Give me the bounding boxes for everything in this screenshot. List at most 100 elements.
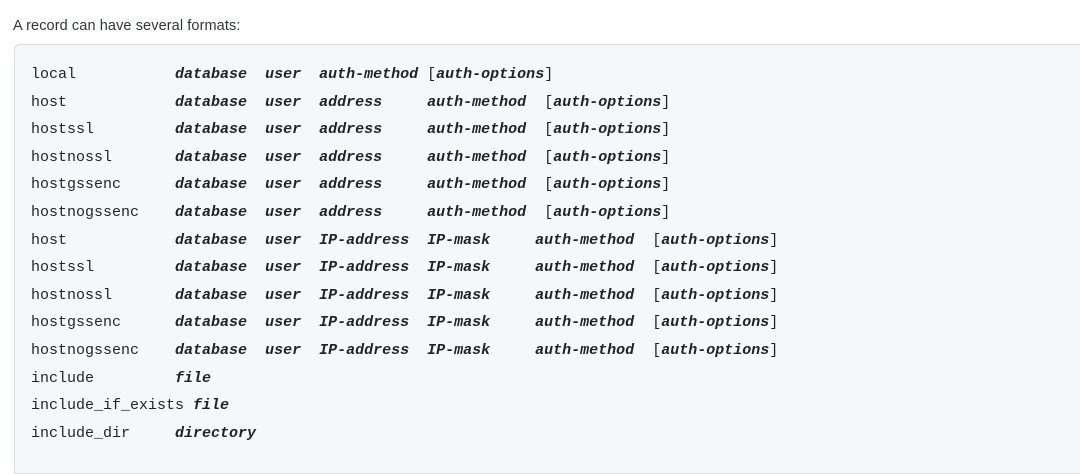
bracket-punctuation: [ (544, 203, 554, 221)
metavariable: user (265, 148, 302, 166)
metavariable: user (265, 341, 302, 359)
metavariable: user (265, 121, 302, 139)
metavariable: auth-options (661, 314, 770, 332)
intro-paragraph: A record can have several formats: (13, 17, 241, 34)
metavariable: auth-method (535, 231, 635, 249)
pg-hba-record-formats[interactable]: local database user auth-method [auth-op… (31, 61, 1080, 447)
bracket-punctuation: ] (661, 148, 671, 166)
bracket-punctuation: ] (661, 176, 671, 194)
metavariable: file (175, 369, 212, 387)
metavariable: IP-address (319, 286, 410, 304)
metavariable: user (265, 259, 302, 277)
metavariable: database (175, 121, 248, 139)
metavariable: IP-address (319, 259, 410, 277)
metavariable: user (265, 176, 302, 194)
bracket-punctuation: ] (769, 259, 779, 277)
metavariable: database (175, 66, 248, 83)
metavariable: IP-mask (427, 341, 491, 359)
line-local: local database user auth-method [auth-op… (31, 61, 1080, 89)
record-type-keyword: include_dir (31, 424, 131, 442)
metavariable: auth-method (427, 121, 527, 139)
metavariable: address (319, 148, 383, 166)
metavariable: user (265, 231, 302, 249)
record-type-keyword: include_if_exists (31, 397, 185, 415)
metavariable: database (175, 148, 248, 166)
metavariable: address (319, 93, 383, 111)
metavariable: user (265, 314, 302, 332)
line-include: include file (31, 365, 1080, 393)
metavariable: auth-options (553, 203, 662, 221)
metavariable: database (175, 231, 248, 249)
bracket-punctuation: ] (769, 314, 779, 332)
metavariable: IP-address (319, 231, 410, 249)
record-type-keyword: hostnossl (31, 148, 113, 166)
metavariable: IP-address (319, 341, 410, 359)
code-block-content: local database user auth-method [auth-op… (15, 45, 1080, 447)
record-type-keyword: host (31, 93, 68, 111)
record-type-keyword: hostnogssenc (31, 203, 140, 221)
line-host-address: host database user address auth-method [… (31, 89, 1080, 117)
line-include-dir: include_dir directory (31, 420, 1080, 448)
metavariable: auth-options (553, 148, 662, 166)
line-host-ip: host database user IP-address IP-mask au… (31, 227, 1080, 255)
metavariable: auth-options (553, 121, 662, 139)
metavariable: user (265, 66, 302, 83)
metavariable: database (175, 286, 248, 304)
metavariable: database (175, 259, 248, 277)
metavariable: IP-mask (427, 314, 491, 332)
documentation-page: A record can have several formats: local… (13, 17, 1080, 474)
metavariable: auth-options (661, 341, 770, 359)
record-type-keyword: local (31, 66, 77, 83)
bracket-punctuation: ] (661, 93, 671, 111)
metavariable: auth-method (535, 314, 635, 332)
metavariable: auth-method (535, 341, 635, 359)
line-include-if-exists: include_if_exists file (31, 392, 1080, 420)
line-hostgssenc-address: hostgssenc database user address auth-me… (31, 171, 1080, 199)
bracket-punctuation: [ (427, 66, 437, 83)
metavariable: auth-options (553, 176, 662, 194)
line-hostnossl-ip: hostnossl database user IP-address IP-ma… (31, 282, 1080, 310)
metavariable: database (175, 203, 248, 221)
metavariable: auth-method (535, 286, 635, 304)
metavariable: database (175, 314, 248, 332)
bracket-punctuation: [ (652, 314, 662, 332)
record-type-keyword: host (31, 231, 68, 249)
bracket-punctuation: [ (652, 341, 662, 359)
metavariable: auth-options (553, 93, 662, 111)
metavariable: database (175, 176, 248, 194)
metavariable: address (319, 176, 383, 194)
metavariable: auth-options (436, 66, 545, 83)
line-hostnogssenc-ip: hostnogssenc database user IP-address IP… (31, 337, 1080, 365)
record-type-keyword: hostssl (31, 121, 95, 139)
bracket-punctuation: ] (769, 341, 779, 359)
metavariable: IP-mask (427, 259, 491, 277)
metavariable: auth-method (427, 176, 527, 194)
record-type-keyword: include (31, 369, 95, 387)
record-type-keyword: hostssl (31, 259, 95, 277)
code-lines: local database user auth-method [auth-op… (31, 61, 1080, 447)
line-hostnossl-address: hostnossl database user address auth-met… (31, 144, 1080, 172)
metavariable: auth-method (535, 259, 635, 277)
line-hostgssenc-ip: hostgssenc database user IP-address IP-m… (31, 309, 1080, 337)
metavariable: database (175, 93, 248, 111)
metavariable: auth-method (319, 66, 419, 83)
bracket-punctuation: [ (652, 286, 662, 304)
bracket-punctuation: [ (652, 231, 662, 249)
code-block: local database user auth-method [auth-op… (14, 44, 1080, 474)
record-type-keyword: hostnossl (31, 286, 113, 304)
bracket-punctuation: [ (544, 176, 554, 194)
record-type-keyword: hostgssenc (31, 314, 122, 332)
metavariable: user (265, 93, 302, 111)
metavariable: database (175, 341, 248, 359)
metavariable: directory (175, 424, 257, 442)
line-hostssl-ip: hostssl database user IP-address IP-mask… (31, 254, 1080, 282)
bracket-punctuation: ] (769, 286, 779, 304)
metavariable: auth-method (427, 93, 527, 111)
bracket-punctuation: ] (661, 121, 671, 139)
metavariable: auth-options (661, 286, 770, 304)
metavariable: user (265, 203, 302, 221)
line-hostnogssenc-address: hostnogssenc database user address auth-… (31, 199, 1080, 227)
record-type-keyword: hostgssenc (31, 176, 122, 194)
bracket-punctuation: ] (769, 231, 779, 249)
metavariable: user (265, 286, 302, 304)
